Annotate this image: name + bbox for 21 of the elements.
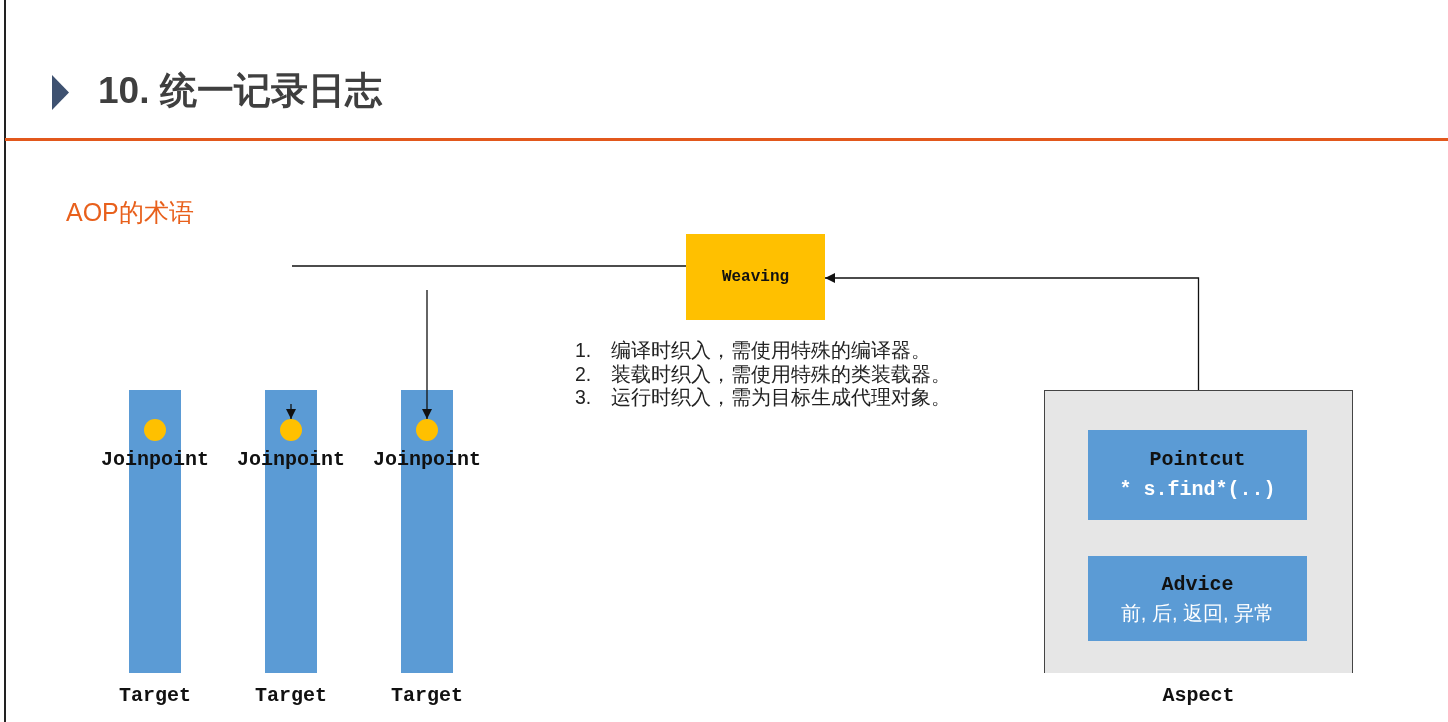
info-box [1088, 430, 1307, 520]
list-item: 2. 装载时织入，需使用特殊的类装载器。 [575, 361, 951, 386]
arrow [824, 273, 1200, 391]
list-item: 1. 编译时织入，需使用特殊的编译器。 [575, 338, 931, 362]
arrow [286, 403, 296, 420]
bar-label: Target [391, 684, 463, 708]
process-box [686, 234, 825, 320]
connector-line [291, 265, 687, 267]
bar-label: Target [119, 684, 191, 708]
box-title: Advice [1161, 571, 1234, 598]
bar-label: Target [255, 684, 327, 708]
box-label: Weaving [721, 267, 790, 288]
arrow [422, 289, 432, 420]
panel-label: Aspect [1162, 684, 1235, 708]
box-title: Pointcut [1149, 447, 1246, 473]
list-item: 3. 运行时织入，需为目标生成代理对象。 [575, 385, 951, 409]
section-heading: AOP的术语 [66, 197, 194, 228]
info-box [1088, 556, 1307, 641]
box-text: 前, 后, 返回, 异常 [1120, 600, 1275, 626]
slide-title: 10. 统一记录日志 [98, 69, 382, 113]
box-text: * s.find*(..) [1119, 477, 1276, 503]
